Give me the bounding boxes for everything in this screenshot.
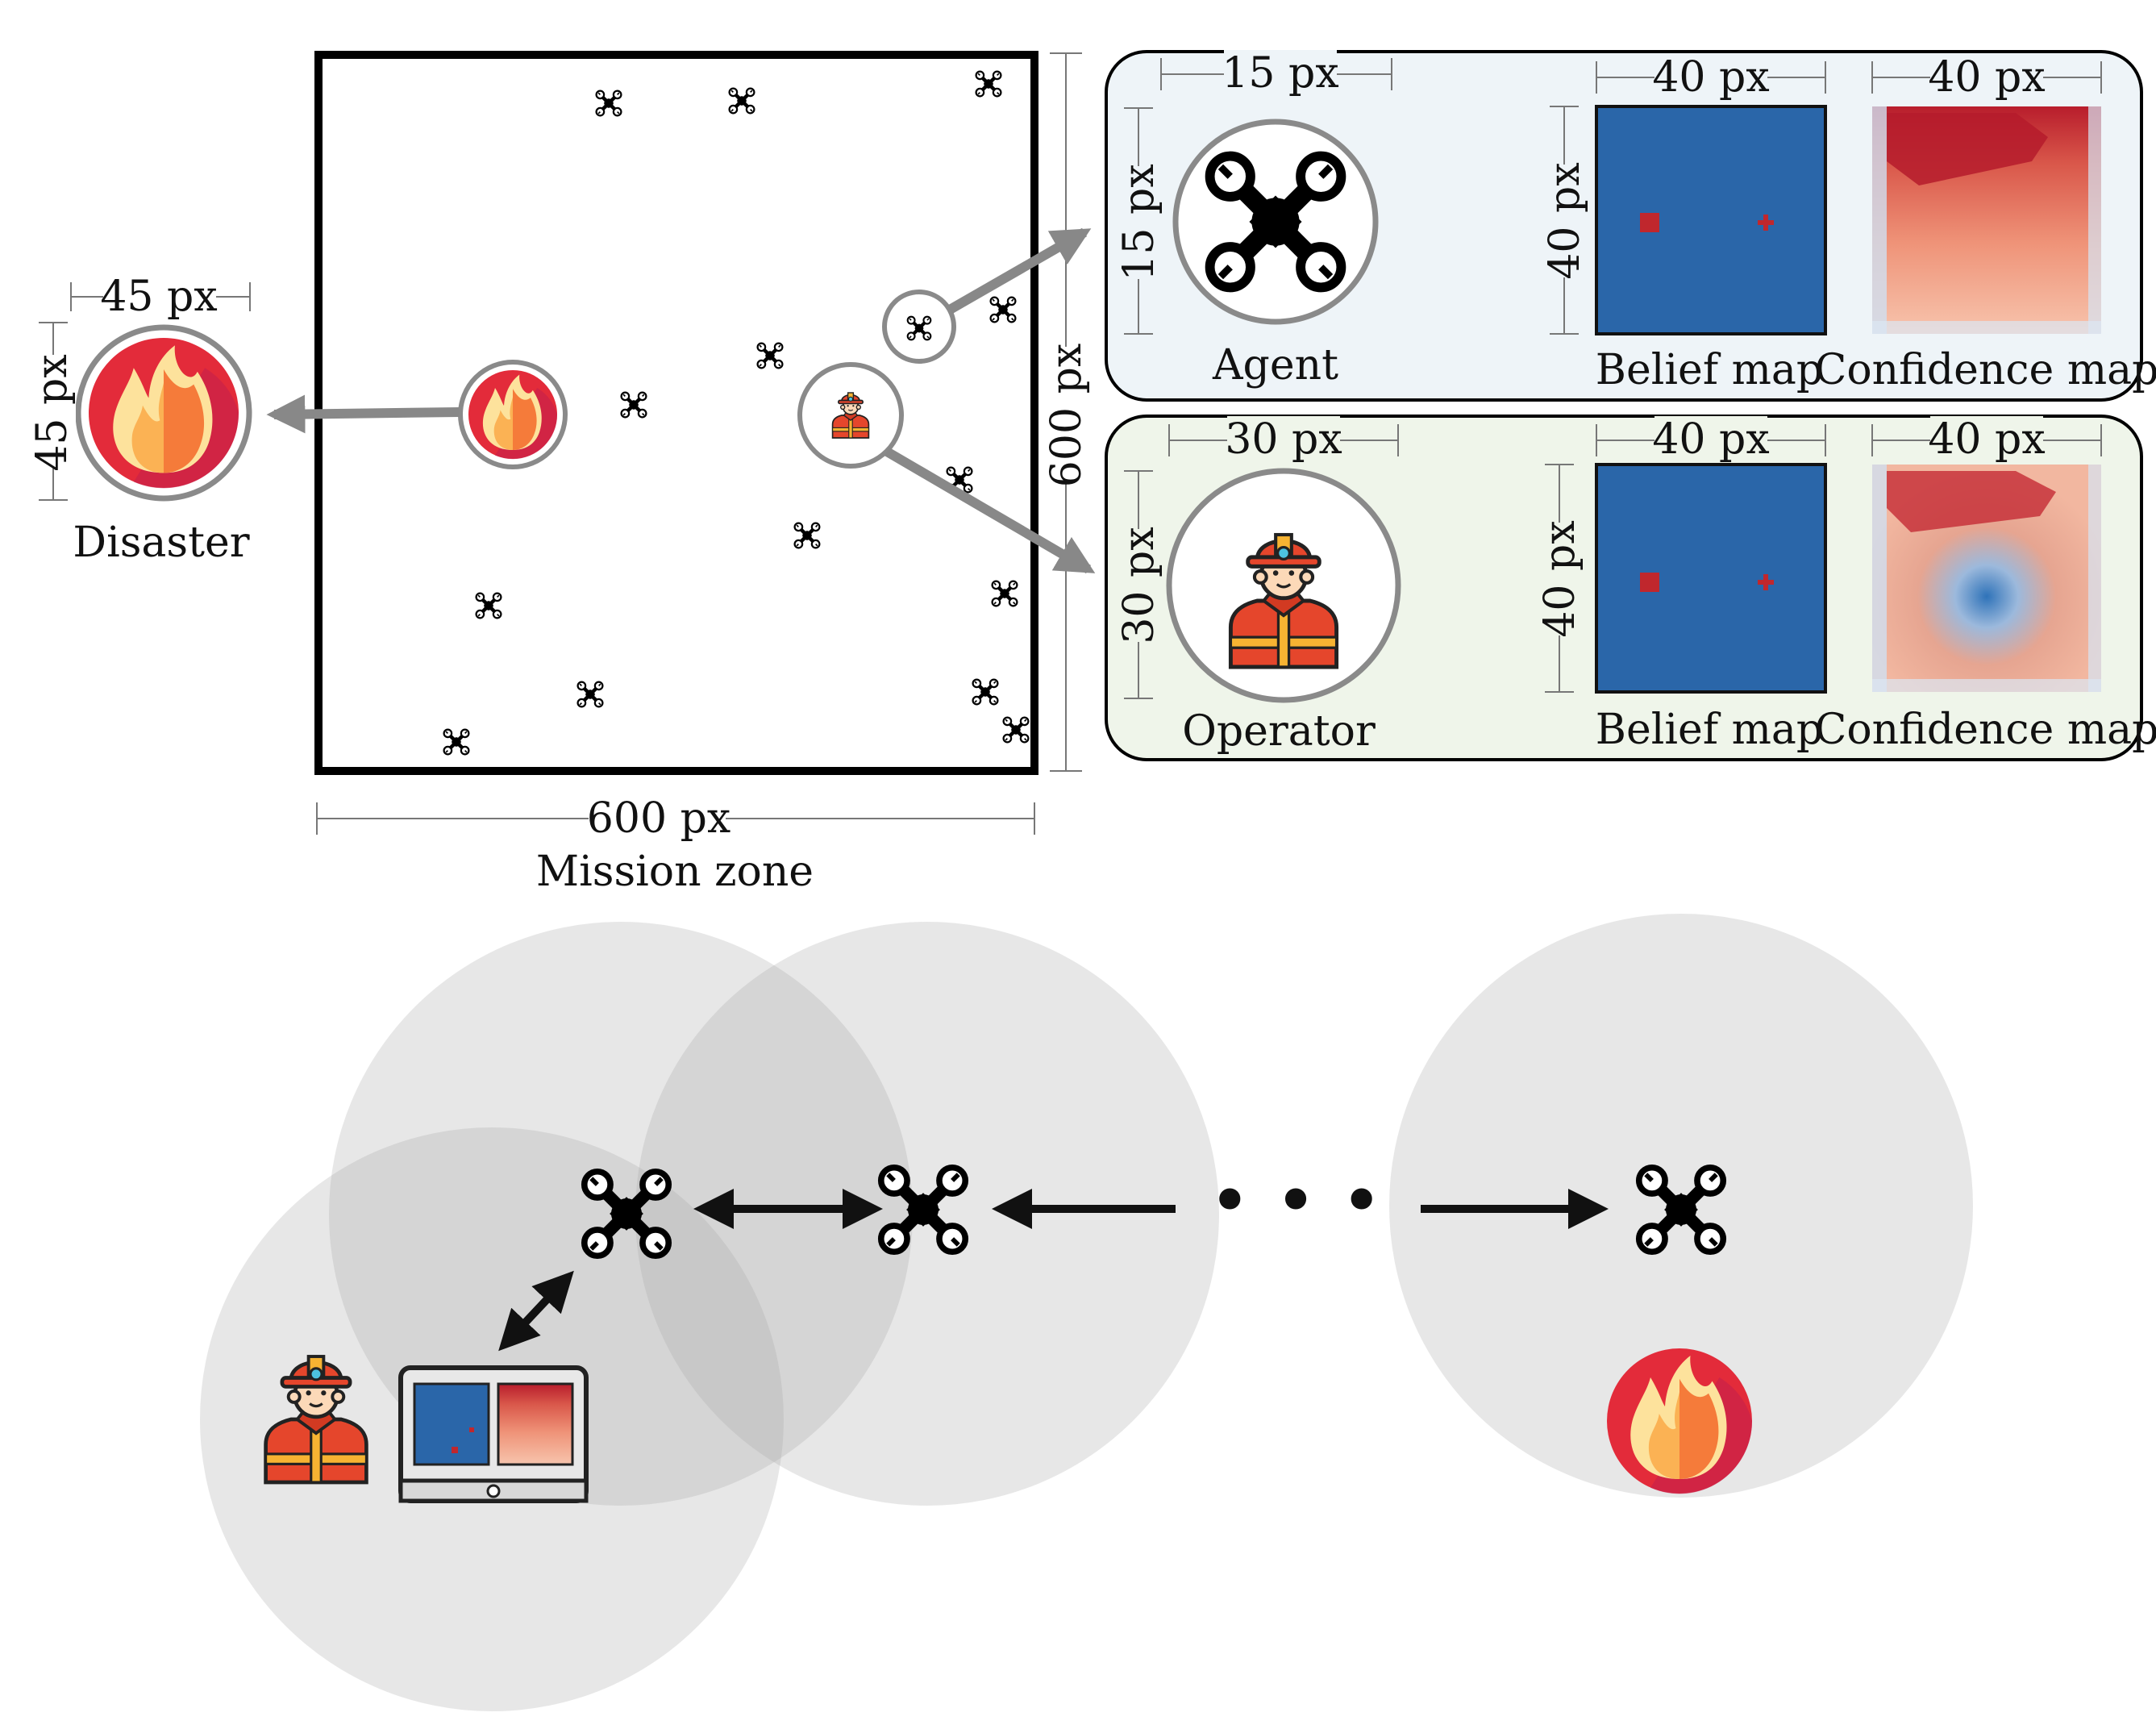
confidence-map [1872,106,2101,334]
belief-map [1595,463,1827,694]
confidence-width-label: 40 px [1928,415,2045,464]
belief-width-label: 40 px [1652,53,1769,102]
zone-width-label: 600 px [587,794,730,843]
belief-marker-square [1640,573,1659,592]
belief-map [1595,105,1827,335]
agent-width-label: 15 px [1222,49,1338,98]
mission-zone-label: Mission zone [536,848,814,896]
operator-width-label: 30 px [1225,415,1342,464]
belief-height-label: 40 px [1541,162,1589,279]
laptop-icon [398,1365,589,1503]
ellipsis: • • • [1209,1159,1383,1244]
operator-label: Operator [1182,707,1376,756]
confidence-map-label: Confidence map [1815,706,2156,754]
zone-height-dimension: 600 px [1043,52,1091,772]
operator-panel: 30 px 30 px Operator 40 px 40 px Belief … [1105,415,2156,761]
agent-panel: 15 px 15 px Agent 40 px 40 px Belief map [1105,49,2156,402]
belief-width-label: 40 px [1652,415,1769,464]
confidence-width-label: 40 px [1928,53,2045,102]
zoom-arrows [266,227,1096,574]
belief-height-label: 40 px [1536,520,1584,637]
belief-marker-cross [1758,215,1774,231]
disaster-label: Disaster [73,519,249,567]
fire-icon [468,370,558,460]
zone-width-dimension: 600 px [316,794,1035,843]
belief-map-label: Belief map [1596,346,1823,394]
zone-height-label: 600 px [1043,344,1091,487]
communication-arrows [498,1189,1609,1352]
fire-icon [88,338,239,489]
agent-height-label: 15 px [1115,164,1163,281]
confidence-map-label: Confidence map [1815,346,2156,394]
disaster-width-label: 45 px [100,273,217,321]
confidence-map [1872,465,2101,692]
agent-label: Agent [1212,341,1338,390]
communication-ranges [200,914,1973,1711]
belief-map-label: Belief map [1596,706,1823,754]
belief-marker-square [1640,213,1659,232]
disaster-detail: 45 px 45 px Disaster [28,273,252,567]
fire-icon [1607,1348,1753,1494]
disaster-height-label: 45 px [28,354,77,471]
belief-marker-cross [1758,574,1774,590]
operator-height-label: 30 px [1115,527,1163,644]
